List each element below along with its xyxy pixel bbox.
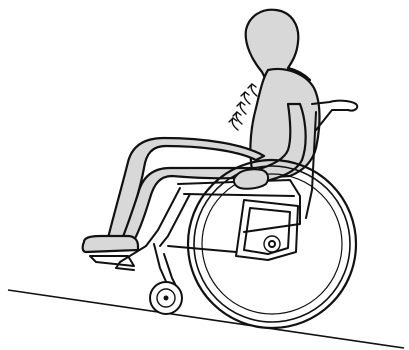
axle-hub (269, 241, 275, 247)
caster-wheel (150, 282, 182, 314)
person-foot (83, 236, 138, 252)
seat-frame-lower (184, 194, 294, 196)
incline-ramp-line (8, 290, 404, 348)
person-hand (234, 169, 268, 189)
person-figure (83, 10, 320, 252)
drive-wheel (188, 160, 356, 328)
